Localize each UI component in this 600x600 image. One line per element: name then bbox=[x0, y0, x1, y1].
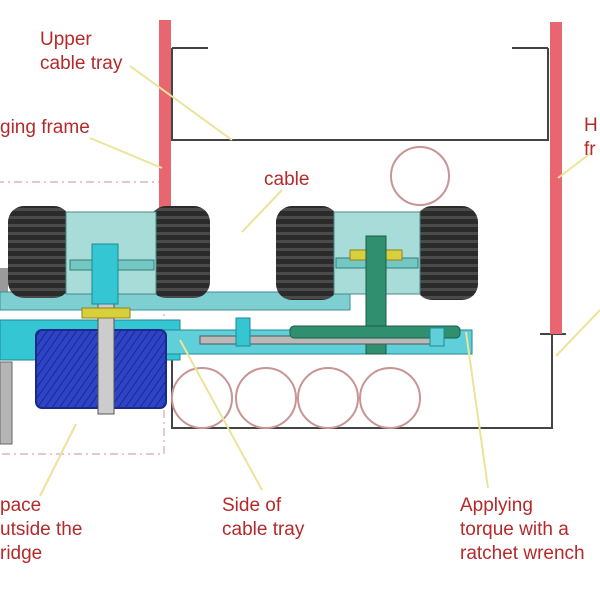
label-line: pace bbox=[0, 495, 42, 516]
hanging-frame-right bbox=[550, 22, 562, 334]
label-upper-cable-tray: Upper cable tray bbox=[40, 28, 122, 76]
label-applying-torque: Applying torque with a ratchet wrench bbox=[460, 494, 585, 566]
cable-upper bbox=[390, 146, 450, 206]
leader-frame-right-lower bbox=[555, 309, 600, 357]
leader-frame-left bbox=[89, 137, 163, 169]
hub-left-center bbox=[91, 243, 119, 305]
label-line: torque with a bbox=[460, 519, 569, 540]
cable-lower-2 bbox=[235, 367, 297, 429]
wheel-1 bbox=[8, 206, 70, 298]
label-line: ging frame bbox=[0, 117, 90, 138]
hub-right-center bbox=[365, 235, 387, 355]
label-line: Upper bbox=[40, 29, 92, 50]
cable-lower-1 bbox=[171, 367, 233, 429]
label-hanging-frame-right: H fr bbox=[584, 114, 598, 162]
cable-lower-3 bbox=[297, 367, 359, 429]
label-line: fr bbox=[584, 139, 596, 160]
wheel-2 bbox=[150, 206, 210, 298]
leader-cable bbox=[241, 189, 283, 233]
upper-cable-tray bbox=[171, 47, 549, 141]
leader-upper-tray bbox=[129, 65, 233, 141]
leader-side-tray bbox=[179, 339, 263, 491]
label-space-outside: pace utside the ridge bbox=[0, 494, 82, 566]
label-line: H bbox=[584, 115, 598, 136]
left-post bbox=[0, 268, 8, 308]
leader-torque bbox=[465, 331, 489, 489]
label-hanging-frame-left: ging frame bbox=[0, 116, 90, 140]
bridge-outside-region bbox=[0, 181, 165, 455]
end-block bbox=[429, 327, 445, 347]
wheel-3 bbox=[276, 206, 338, 300]
cable-lower-4 bbox=[359, 367, 421, 429]
label-line: ridge bbox=[0, 543, 43, 564]
leader-outside bbox=[39, 423, 77, 497]
motor-flange bbox=[81, 307, 131, 319]
label-line: utside the bbox=[0, 519, 83, 540]
tensioner-block bbox=[235, 317, 251, 347]
label-line: Applying bbox=[460, 495, 533, 516]
label-line: ratchet wrench bbox=[460, 543, 585, 564]
label-line: cable tray bbox=[40, 53, 123, 74]
left-post-lower bbox=[0, 361, 13, 445]
label-line: cable bbox=[264, 169, 310, 190]
label-line: Side of bbox=[222, 495, 282, 516]
leader-frame-right bbox=[557, 151, 593, 179]
label-cable: cable bbox=[264, 168, 309, 192]
label-side-of-cable-tray: Side of cable tray bbox=[222, 494, 304, 542]
label-line: cable tray bbox=[222, 519, 305, 540]
wheel-4 bbox=[416, 206, 478, 300]
screw-green bbox=[289, 325, 461, 339]
